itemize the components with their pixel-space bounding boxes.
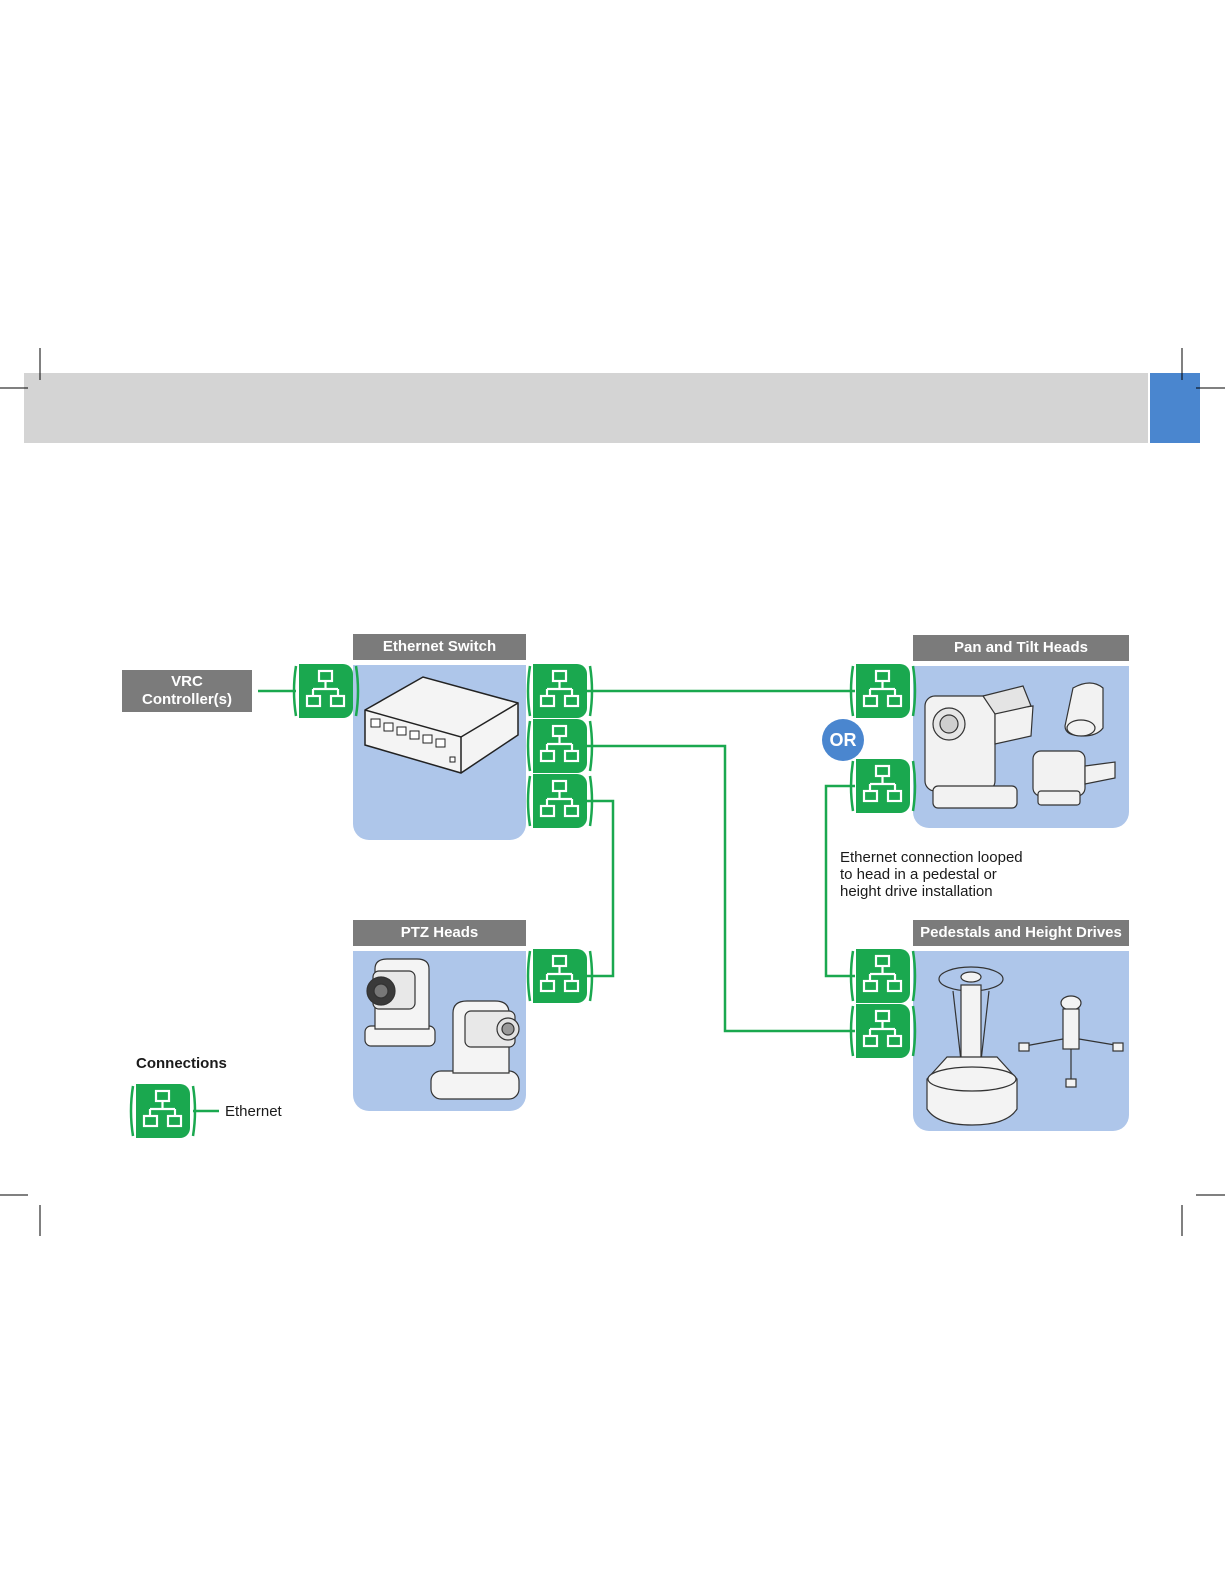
pedestal-network-icon	[851, 1004, 915, 1058]
switch-port3-network-icon	[528, 774, 592, 828]
pedestal-loop-network-icon	[851, 949, 915, 1003]
pantilt-network-icon	[851, 664, 915, 718]
vrc-network-icon	[294, 664, 358, 718]
legend-ethernet-label: Ethernet	[225, 1103, 282, 1120]
switch-port1-network-icon	[528, 664, 592, 718]
pantilt-loop-network-icon	[851, 759, 915, 813]
switch-port2-network-icon	[528, 719, 592, 773]
legend-title: Connections	[136, 1055, 227, 1072]
legend-network-icon	[131, 1084, 195, 1138]
ptz-network-icon	[528, 949, 592, 1003]
